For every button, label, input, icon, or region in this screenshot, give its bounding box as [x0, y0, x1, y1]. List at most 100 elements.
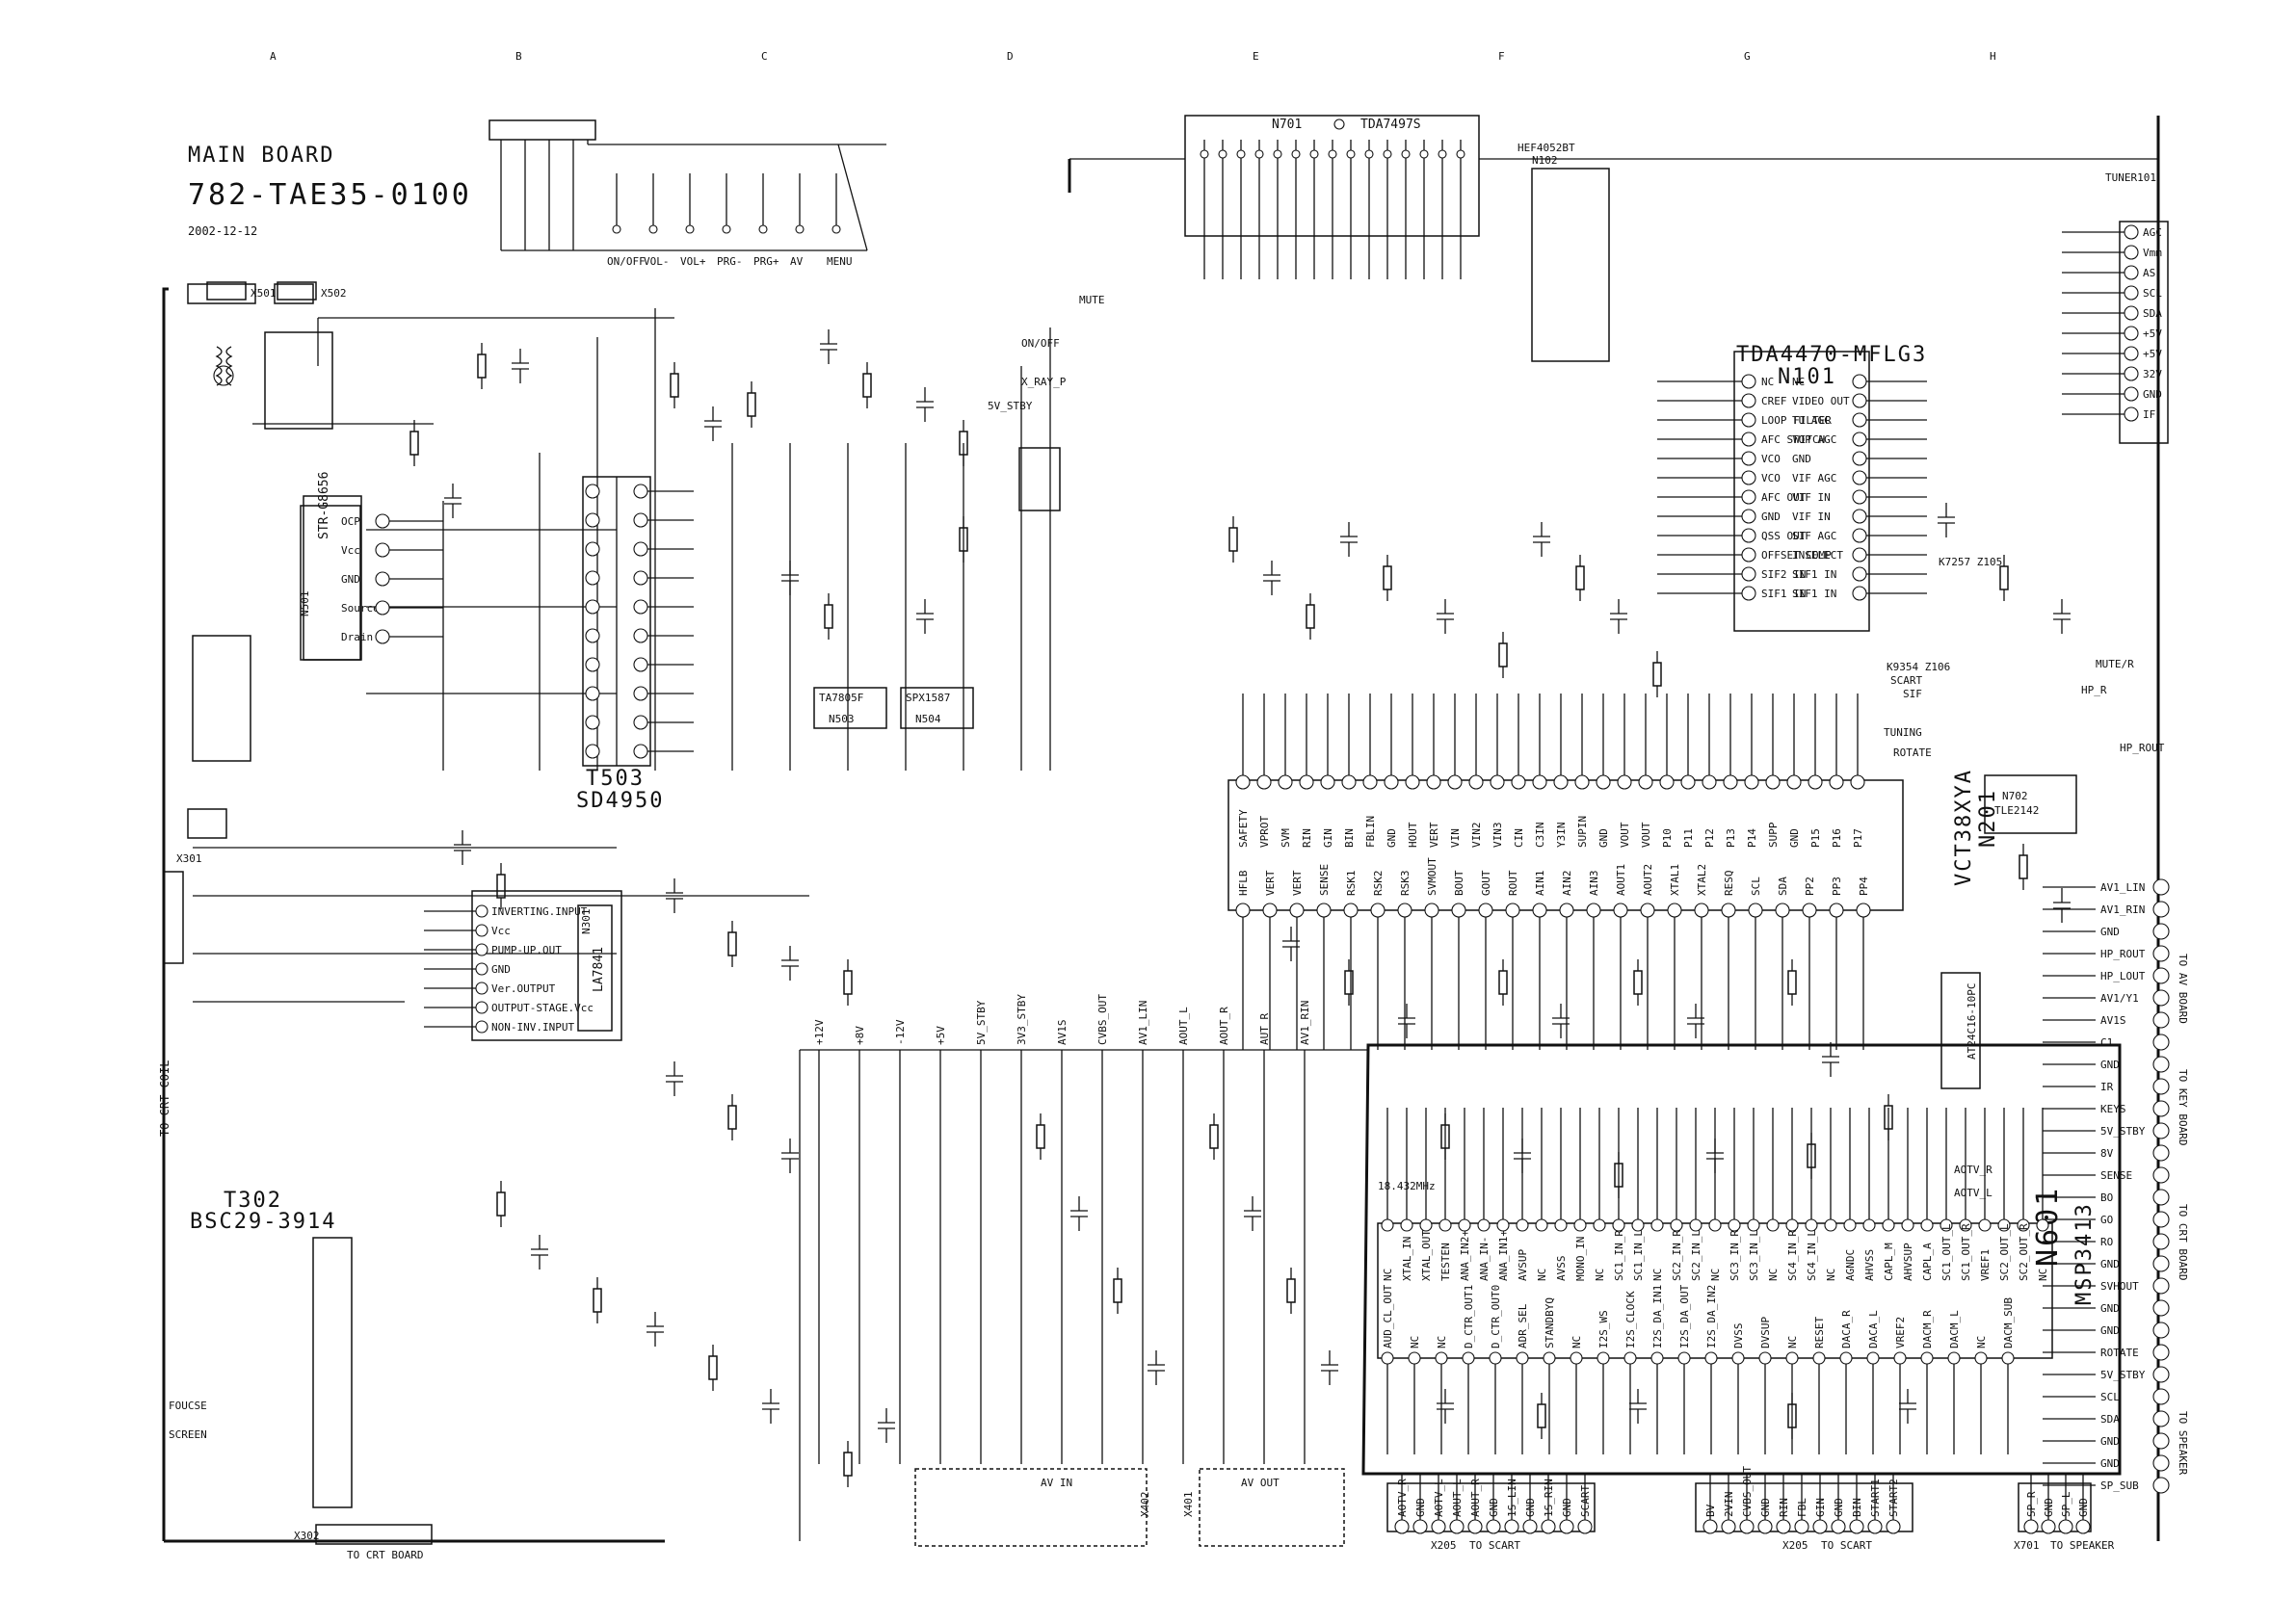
msp-pin — [1731, 1351, 1745, 1365]
n503-ref: N503 — [829, 713, 855, 725]
right-connector-pin — [2152, 967, 2170, 984]
supply-rail-label: +8V — [854, 1026, 866, 1045]
vct-pin-label: P15 — [1809, 828, 1822, 848]
screen-label: SCREEN — [169, 1428, 207, 1441]
msp-pin — [1650, 1351, 1664, 1365]
vct-pin — [1596, 774, 1611, 790]
vct-pin — [1856, 903, 1871, 918]
msp-pin — [1843, 1218, 1857, 1232]
right-connector-pin — [2152, 1477, 2170, 1494]
t503-pin — [633, 628, 648, 643]
n504-ref: N504 — [915, 713, 941, 725]
tuner-pin — [2124, 224, 2139, 240]
key-switch-contact — [831, 224, 841, 234]
vct-pin-label: P11 — [1682, 828, 1695, 848]
supply-rail-label: -12V — [894, 1019, 907, 1045]
vct-pin — [1721, 903, 1736, 918]
vct-pin — [1640, 903, 1655, 918]
vct-pin-label: AOUT1 — [1615, 864, 1627, 896]
resistor — [1228, 527, 1238, 552]
vct-pin-label: SUPIN — [1576, 816, 1589, 848]
vct-pin — [1505, 903, 1520, 918]
vct-pin-label: HOUT — [1407, 822, 1419, 848]
n101-pin — [1852, 451, 1867, 466]
msp-pin-label: SC4_IN_R — [1786, 1230, 1799, 1281]
msp-pin — [1920, 1218, 1934, 1232]
right-connector-pin — [2152, 989, 2170, 1007]
msp-pin-label: DACM_L — [1948, 1310, 1961, 1348]
msp-pin — [1516, 1351, 1529, 1365]
vct-pin — [1426, 774, 1441, 790]
saw-filter-b: K9354 Z106 — [1887, 661, 1950, 673]
msp-pin — [1747, 1218, 1760, 1232]
tuner-pin — [2124, 305, 2139, 321]
n301-ref: N301 — [580, 909, 593, 935]
vct-pin — [1680, 774, 1696, 790]
to-speaker-right-label: TO SPEAKER — [2177, 1411, 2189, 1476]
n101-pin-label: NC — [1792, 376, 1805, 388]
n101-pin — [1741, 547, 1756, 563]
speaker-label: GND — [2077, 1498, 2090, 1517]
saw-filter-a: K7257 Z105 — [1939, 556, 2002, 568]
n301-pin-label: Ver.OUTPUT — [491, 982, 556, 995]
vct-pin — [1424, 903, 1439, 918]
vct-pin-label: PP2 — [1804, 877, 1816, 896]
tuner-block: TUNER101 — [2105, 171, 2169, 444]
resistor — [1036, 1124, 1045, 1149]
vct-pin — [1468, 774, 1484, 790]
right-connector-pin — [2152, 923, 2170, 940]
msp-pin-label: AUD_CL_OUT — [1382, 1284, 1394, 1348]
t503-pin — [633, 512, 648, 528]
scart-left-pin — [1541, 1519, 1556, 1534]
n501-pin — [375, 600, 390, 615]
msp-pin-label: SC2_IN_R — [1671, 1230, 1683, 1281]
aotv-r-label: AOTV_R — [1954, 1164, 1993, 1176]
tuner-pin — [2124, 285, 2139, 301]
msp-pin-label: NC — [1825, 1269, 1837, 1281]
scart-right-label: BV — [1704, 1504, 1717, 1517]
vct-pin-label: SDA — [1777, 877, 1789, 896]
msp-pin-label: DVSS — [1732, 1323, 1745, 1349]
scart-right-pin — [1812, 1519, 1828, 1534]
vct-pin-label: XTAL1 — [1669, 864, 1681, 896]
vct-pin — [1341, 774, 1357, 790]
t503-pin-list — [585, 484, 694, 759]
n101-pin-label: AFC OUT — [1761, 491, 1807, 504]
tuner-pin — [2124, 265, 2139, 280]
n101-pin-label: SIF2 IN — [1761, 568, 1806, 581]
t503-pin — [585, 744, 600, 759]
t503-pin — [633, 744, 648, 759]
av-in-block: AV IN X402 — [914, 1468, 1151, 1547]
n101-pin-label: SIF1 IN — [1761, 588, 1806, 600]
key-label: VOL- — [644, 255, 670, 268]
scart-label: SCART — [1890, 674, 1922, 687]
vct-pin — [1320, 774, 1335, 790]
n101-pin-label: NC — [1761, 376, 1774, 388]
right-connector-pin — [2152, 1255, 2170, 1272]
n102-ref: N102 — [1532, 154, 1558, 167]
scart-right-label: GND — [1759, 1498, 1772, 1517]
right-connector-label: AV1S — [2100, 1014, 2126, 1027]
vct-pin — [1490, 774, 1505, 790]
column-marker: C — [761, 50, 768, 63]
n501-part: STR-G8656 — [317, 472, 331, 539]
supply-rail-label: AV1S — [1056, 1020, 1069, 1046]
tuning-label: TUNING — [1884, 726, 1922, 739]
t503-pin — [585, 657, 600, 672]
n102-part: HEF4052BT — [1517, 142, 1575, 154]
speaker-pin — [2058, 1519, 2073, 1534]
column-marker: F — [1498, 50, 1505, 63]
x501-ref: X501 — [251, 287, 277, 300]
n301-part: LA7841 — [592, 947, 606, 992]
vct-pin — [1343, 903, 1359, 918]
right-connector-pin — [2152, 1366, 2170, 1383]
vct-pin-label: AIN2 — [1561, 871, 1573, 897]
resistor — [727, 931, 737, 956]
n301-pin-label: Vcc — [491, 925, 511, 937]
vct-pin-label: VOUT — [1619, 822, 1631, 848]
n101-pin-label: VIDEO OUT — [1792, 395, 1850, 407]
msp-pin — [1438, 1218, 1452, 1232]
vct-pin — [1617, 774, 1632, 790]
